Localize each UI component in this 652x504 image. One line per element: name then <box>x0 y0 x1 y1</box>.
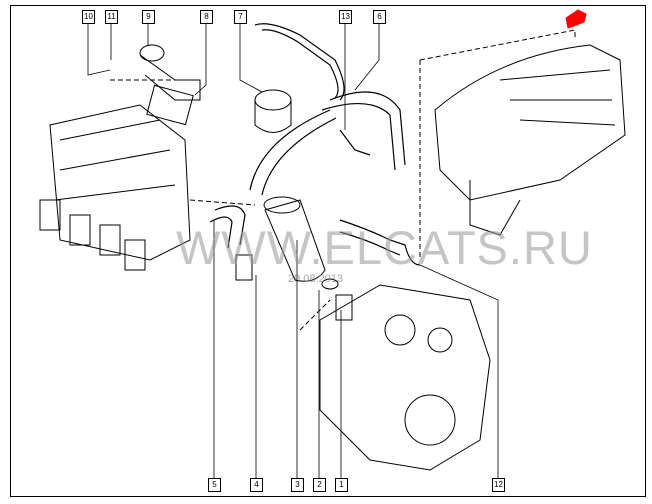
callout-8[interactable]: 8 <box>200 10 213 24</box>
callout-10[interactable]: 10 <box>82 10 95 24</box>
diagram-frame <box>10 5 646 497</box>
dashed-leaders <box>110 29 576 331</box>
air-filter-housing <box>434 44 626 236</box>
leader-lines <box>87 22 499 478</box>
fittings <box>235 254 353 321</box>
idle-valve <box>139 44 201 126</box>
callout-12[interactable]: 12 <box>492 478 505 492</box>
callout-13[interactable]: 13 <box>339 10 352 24</box>
callout-11[interactable]: 11 <box>105 10 118 24</box>
callout-5[interactable]: 5 <box>208 478 221 492</box>
date-stamp: 29.08.2013 <box>288 273 344 285</box>
callout-1[interactable]: 1 <box>335 478 348 492</box>
callout-4[interactable]: 4 <box>250 478 263 492</box>
red-marker <box>565 9 587 29</box>
callout-7[interactable]: 7 <box>234 10 247 24</box>
callout-9[interactable]: 9 <box>142 10 155 24</box>
callout-6[interactable]: 6 <box>373 10 386 24</box>
callout-2[interactable]: 2 <box>313 478 326 492</box>
callout-3[interactable]: 3 <box>291 478 304 492</box>
watermark: WWW.ELCATS.RU <box>176 221 593 274</box>
filter-element <box>263 196 326 282</box>
intake-manifold <box>39 104 191 271</box>
oil-separator <box>254 89 292 133</box>
hoses <box>209 23 421 266</box>
engine-block <box>319 284 491 471</box>
